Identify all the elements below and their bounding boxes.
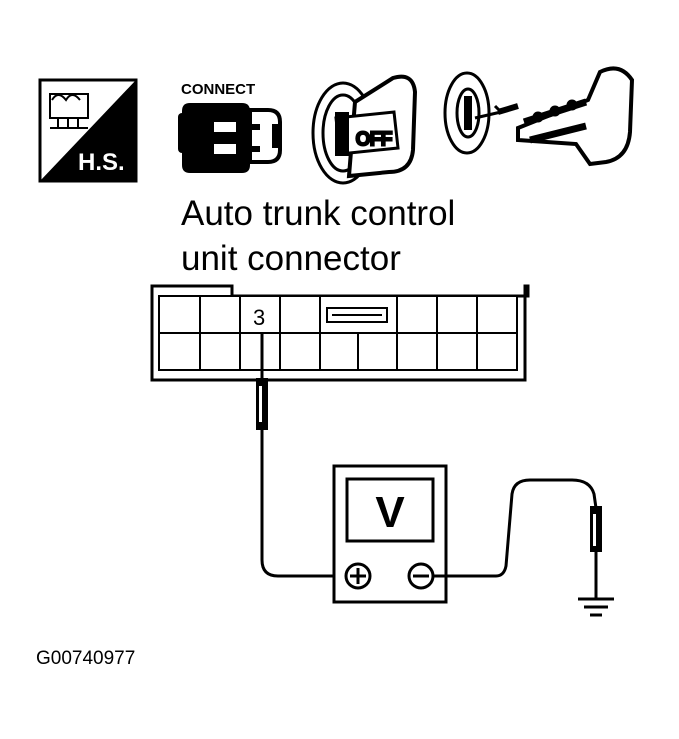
connector-top-row [199, 296, 478, 333]
connector-title-line2: unit connector [181, 239, 401, 278]
harness-side-label: H.S. [78, 149, 125, 176]
voltmeter: V [332, 464, 448, 604]
positive-probe [256, 334, 345, 578]
connector-body: 3 [150, 284, 530, 382]
positive-test-lead [260, 430, 345, 578]
connector-title-line1: Auto trunk control [181, 194, 455, 233]
connector-bottom-row [199, 333, 478, 370]
positive-terminal-icon [344, 562, 372, 590]
ignition-off-label: OFF [356, 129, 392, 149]
connect-label: CONNECT [181, 81, 255, 98]
negative-probe [433, 478, 602, 598]
connect-icon: CONNECT [178, 81, 282, 173]
figure-code: G00740977 [36, 648, 135, 669]
negative-terminal-icon [407, 562, 435, 590]
ignition-off-icon: OFF [311, 74, 418, 185]
terminal-3-label: 3 [253, 305, 265, 330]
key-removed-icon [443, 66, 635, 167]
voltmeter-mode-label: V [375, 488, 405, 537]
connector-sketch-icon [49, 93, 89, 129]
negative-test-lead [433, 478, 598, 578]
harness-side-icon: H.S. [38, 78, 138, 183]
ground-icon [578, 597, 614, 617]
